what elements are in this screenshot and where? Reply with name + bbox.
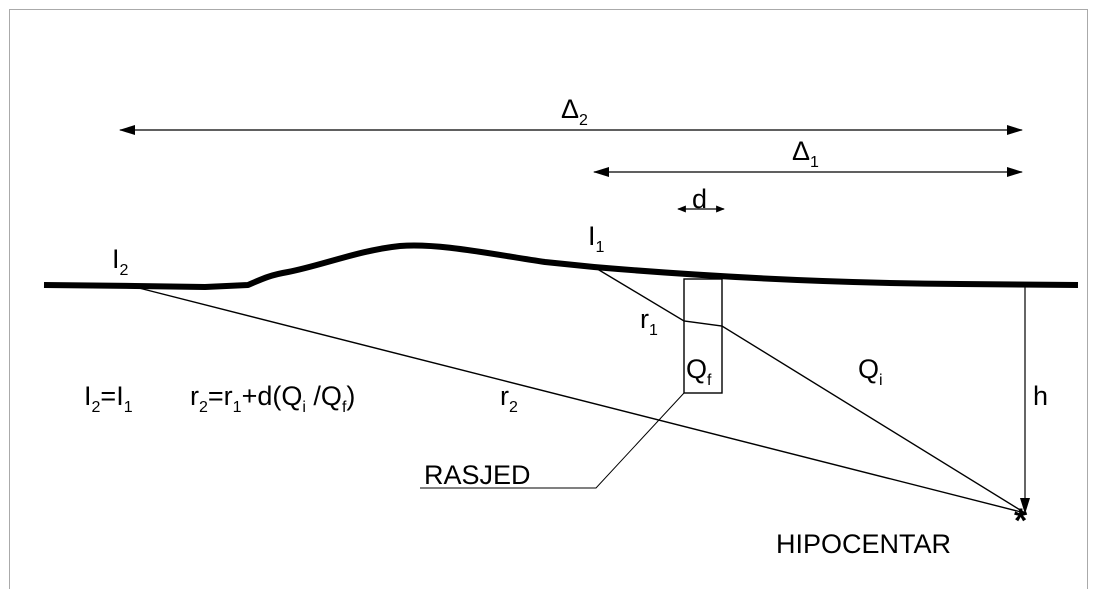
delta2-label: Δ2 [561,94,588,129]
diagram-border [9,9,1088,589]
d-label: d [692,184,707,214]
fault-zone [683,278,723,394]
qi-label: Qi [858,354,883,389]
hypocenter-label: HIPOCENTAR [776,529,951,559]
r1-label: r1 [640,304,658,339]
fault-label-rasjed: RASJED [424,460,531,490]
fault-leader-line [420,392,685,489]
hypocenter-star-icon: * [1014,502,1028,540]
distance-formula: r2=r1+d(Qi /Qf) [190,381,355,416]
h-label: h [1033,381,1048,411]
intensity-equality-formula: I2=I1 [84,381,133,416]
r2-label: r2 [500,381,518,416]
qf-label: Qf [686,354,712,389]
station-i1-label: I1 [588,221,605,256]
station-i2-label: I2 [112,244,129,279]
ray-path-r1-through-fault [593,266,1026,514]
ray-path-r2 [134,286,1026,514]
ground-surface-line [43,242,1079,290]
delta1-label: Δ1 [792,136,819,171]
